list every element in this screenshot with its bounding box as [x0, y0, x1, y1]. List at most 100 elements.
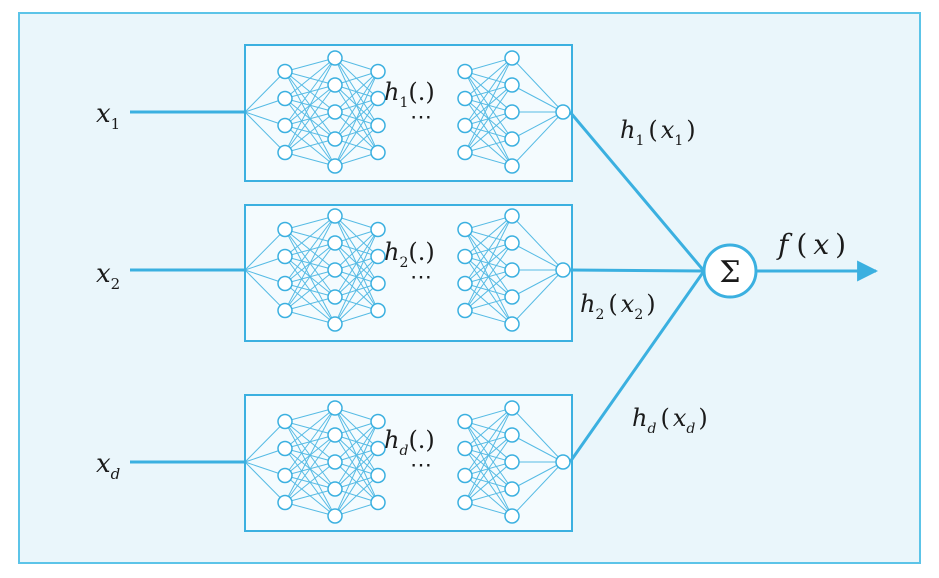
edge — [284, 57, 336, 72]
neuron-node — [277, 144, 293, 161]
neuron-node — [504, 262, 520, 278]
edge — [464, 111, 513, 153]
neuron-node — [277, 467, 293, 484]
net-label-2: h2(.) — [384, 238, 435, 271]
neuron-node — [504, 481, 520, 497]
output-line-d — [568, 270, 706, 463]
summation-node: Σ — [702, 243, 758, 299]
edge — [334, 98, 379, 167]
output-label-2: h2(x2) — [580, 290, 656, 323]
edge — [464, 488, 513, 503]
edge — [511, 111, 564, 140]
neuron-node — [327, 289, 343, 305]
edge — [244, 111, 286, 153]
network-2 — [244, 204, 573, 342]
edge — [464, 434, 513, 503]
edge — [334, 71, 379, 113]
output-line-2 — [569, 268, 705, 273]
edge — [464, 215, 513, 230]
edge — [464, 407, 513, 449]
neuron-node — [327, 104, 343, 120]
neuron-node — [277, 275, 293, 292]
edge — [334, 71, 379, 140]
edge — [511, 84, 564, 113]
ellipsis-1: ⋯ — [410, 105, 432, 130]
edge — [244, 71, 286, 113]
net-label-d: hd(.) — [384, 426, 435, 459]
edge — [334, 448, 379, 517]
edge — [284, 407, 336, 476]
edge — [334, 125, 379, 167]
neuron-node — [327, 316, 343, 332]
neuron-node — [277, 63, 293, 80]
edge — [464, 57, 513, 99]
neuron-node — [370, 467, 386, 484]
neuron-node — [457, 221, 473, 238]
neuron-node — [370, 413, 386, 430]
neuron-node — [277, 90, 293, 107]
input-label-d: xd — [96, 449, 120, 483]
neuron-node — [457, 248, 473, 265]
edge — [284, 215, 336, 311]
neuron-node — [457, 413, 473, 430]
branch-d: xd hd(.) ⋯ hd(xd) — [96, 404, 708, 483]
edge — [464, 502, 513, 517]
neuron-node — [504, 104, 520, 120]
edge — [464, 215, 513, 311]
edge — [284, 215, 336, 230]
neuron-node — [327, 158, 343, 174]
edge — [284, 296, 336, 311]
neuron-node — [457, 275, 473, 292]
neuron-node — [555, 104, 571, 120]
edge — [334, 71, 379, 167]
edge — [284, 111, 336, 153]
neuron-node — [327, 208, 343, 224]
net-label-1: h1(.) — [384, 78, 435, 111]
edge — [464, 296, 513, 311]
neuron-node — [457, 90, 473, 107]
network-nodes-2 — [277, 208, 571, 332]
output-label: f(x) — [776, 228, 846, 261]
edge — [464, 215, 513, 257]
edge — [511, 461, 564, 517]
neuron-node — [504, 454, 520, 470]
network-box-2 — [244, 204, 573, 342]
edge — [334, 421, 379, 517]
edge — [284, 57, 336, 153]
edge — [244, 229, 286, 271]
edge — [284, 84, 336, 153]
edge — [511, 269, 564, 325]
edge — [511, 215, 564, 271]
ellipsis-d: ⋯ — [410, 453, 432, 478]
neuron-node — [504, 508, 520, 524]
neuron-node — [277, 494, 293, 511]
edge — [284, 152, 336, 167]
neuron-node — [457, 440, 473, 457]
output-label-d: hd(xd) — [632, 404, 708, 437]
networks-layer — [244, 44, 573, 532]
neuron-node — [370, 117, 386, 134]
branch-1: x1 h1(.) ⋯ h1(x1) — [96, 78, 696, 149]
neuron-node — [504, 131, 520, 147]
edge — [334, 229, 379, 271]
neuron-node — [327, 400, 343, 416]
edge — [284, 407, 336, 503]
edge — [244, 421, 286, 463]
neuron-node — [370, 275, 386, 292]
input-label-1: x1 — [96, 99, 120, 133]
edge — [244, 461, 286, 503]
edge — [284, 269, 336, 311]
network-nodes-d — [277, 400, 571, 524]
edge — [334, 229, 379, 298]
edge — [284, 57, 336, 126]
edge — [464, 407, 513, 503]
edge — [464, 407, 513, 422]
edge — [464, 461, 513, 503]
edge — [464, 215, 513, 284]
edge — [464, 57, 513, 72]
input-label-2: x2 — [96, 259, 120, 293]
edge — [334, 256, 379, 325]
neuron-node — [277, 413, 293, 430]
edge — [284, 407, 336, 449]
